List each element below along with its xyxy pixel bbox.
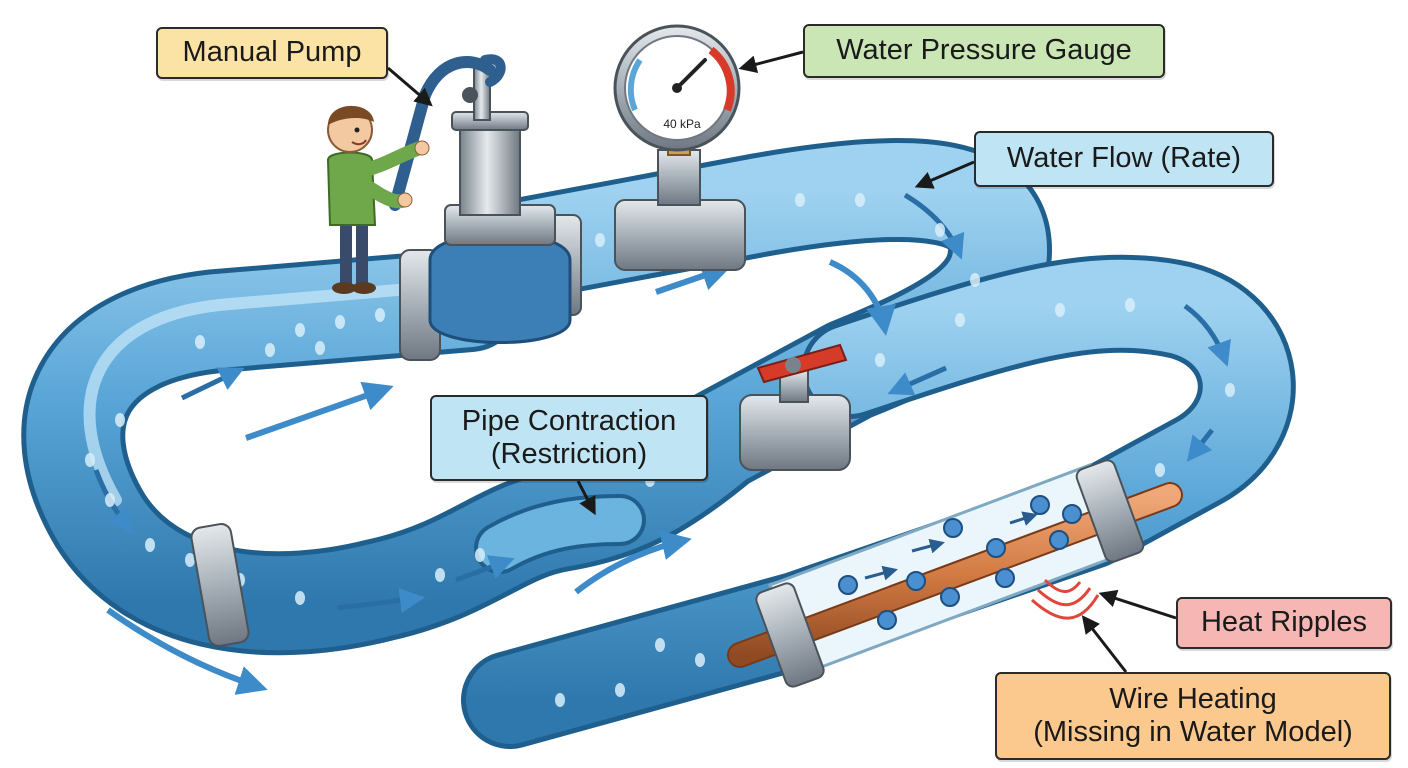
gauge-tee bbox=[614, 134, 746, 271]
gauge-needle-icon bbox=[675, 58, 707, 90]
flow-arrow bbox=[1183, 303, 1231, 367]
pipe-contraction-label-line2: (Restriction) bbox=[490, 438, 648, 470]
wire-heating-label: Wire Heating (Missing in Water Model) bbox=[995, 672, 1391, 760]
manual-pump-label: Manual Pump bbox=[156, 27, 388, 79]
valve-handle-icon bbox=[756, 343, 848, 384]
electron bbox=[1030, 495, 1050, 515]
electron bbox=[838, 575, 858, 595]
pipe-contraction-label-line1: Pipe Contraction bbox=[461, 404, 677, 437]
pipe-contraction-label: Pipe Contraction (Restriction) bbox=[430, 395, 708, 481]
heat-ripples-label: Heat Ripples bbox=[1176, 597, 1392, 649]
electron bbox=[1049, 530, 1069, 550]
flow-arrow bbox=[828, 259, 896, 336]
glass-end-caps bbox=[755, 459, 1145, 688]
electron-arrow bbox=[911, 538, 945, 554]
gauge-leader bbox=[738, 50, 804, 74]
heat-ripples-label-text: Heat Ripples bbox=[1200, 606, 1368, 639]
electron bbox=[995, 568, 1015, 588]
heat-ripples-icon bbox=[1031, 578, 1100, 620]
electron bbox=[877, 610, 897, 630]
electrons bbox=[838, 495, 1082, 630]
pipe-contraction bbox=[474, 494, 646, 574]
person bbox=[326, 105, 430, 294]
electron bbox=[1062, 504, 1082, 524]
flow-arrow bbox=[180, 367, 245, 401]
flow-arrow bbox=[106, 607, 268, 695]
pump-leader bbox=[387, 66, 433, 107]
flow-arrow bbox=[887, 365, 948, 396]
leader-arrows bbox=[387, 50, 1177, 673]
wire-leader bbox=[1081, 615, 1128, 673]
valve bbox=[739, 343, 851, 471]
wire-heating-label-line1: Wire Heating bbox=[1109, 682, 1277, 715]
water-flow-label: Water Flow (Rate) bbox=[974, 131, 1274, 187]
wire-heating-label-line2: (Missing in Water Model) bbox=[1033, 716, 1353, 748]
electron bbox=[986, 538, 1006, 558]
flow-arrow bbox=[245, 381, 394, 441]
flow-arrows bbox=[93, 192, 1231, 695]
pressure-gauge: 40 kPa bbox=[613, 24, 741, 152]
flow-arrow bbox=[655, 261, 732, 295]
pressure-gauge-label: Water Pressure Gauge bbox=[803, 24, 1165, 78]
electron bbox=[943, 518, 963, 538]
flow-arrow bbox=[574, 530, 692, 595]
flow-leader bbox=[914, 160, 975, 189]
pipe-right-loop bbox=[461, 254, 1296, 749]
electron-arrow bbox=[864, 565, 898, 581]
flow-arrow bbox=[455, 555, 515, 583]
contraction-leader bbox=[576, 480, 596, 516]
gauge-reading: 40 kPa bbox=[663, 117, 701, 131]
flow-arrow bbox=[337, 588, 425, 613]
manual-pump-label-text: Manual Pump bbox=[182, 36, 362, 69]
water-flow-label-text: Water Flow (Rate) bbox=[1006, 142, 1242, 175]
flow-arrow bbox=[903, 192, 965, 260]
flow-arrow bbox=[1186, 428, 1214, 462]
electron bbox=[906, 571, 926, 591]
heat-leader bbox=[1098, 589, 1177, 620]
pressure-gauge-label-text: Water Pressure Gauge bbox=[836, 34, 1132, 67]
flange bbox=[190, 523, 250, 647]
electron bbox=[940, 587, 960, 607]
electron-arrow bbox=[1009, 511, 1038, 526]
manual-pump bbox=[389, 54, 572, 344]
